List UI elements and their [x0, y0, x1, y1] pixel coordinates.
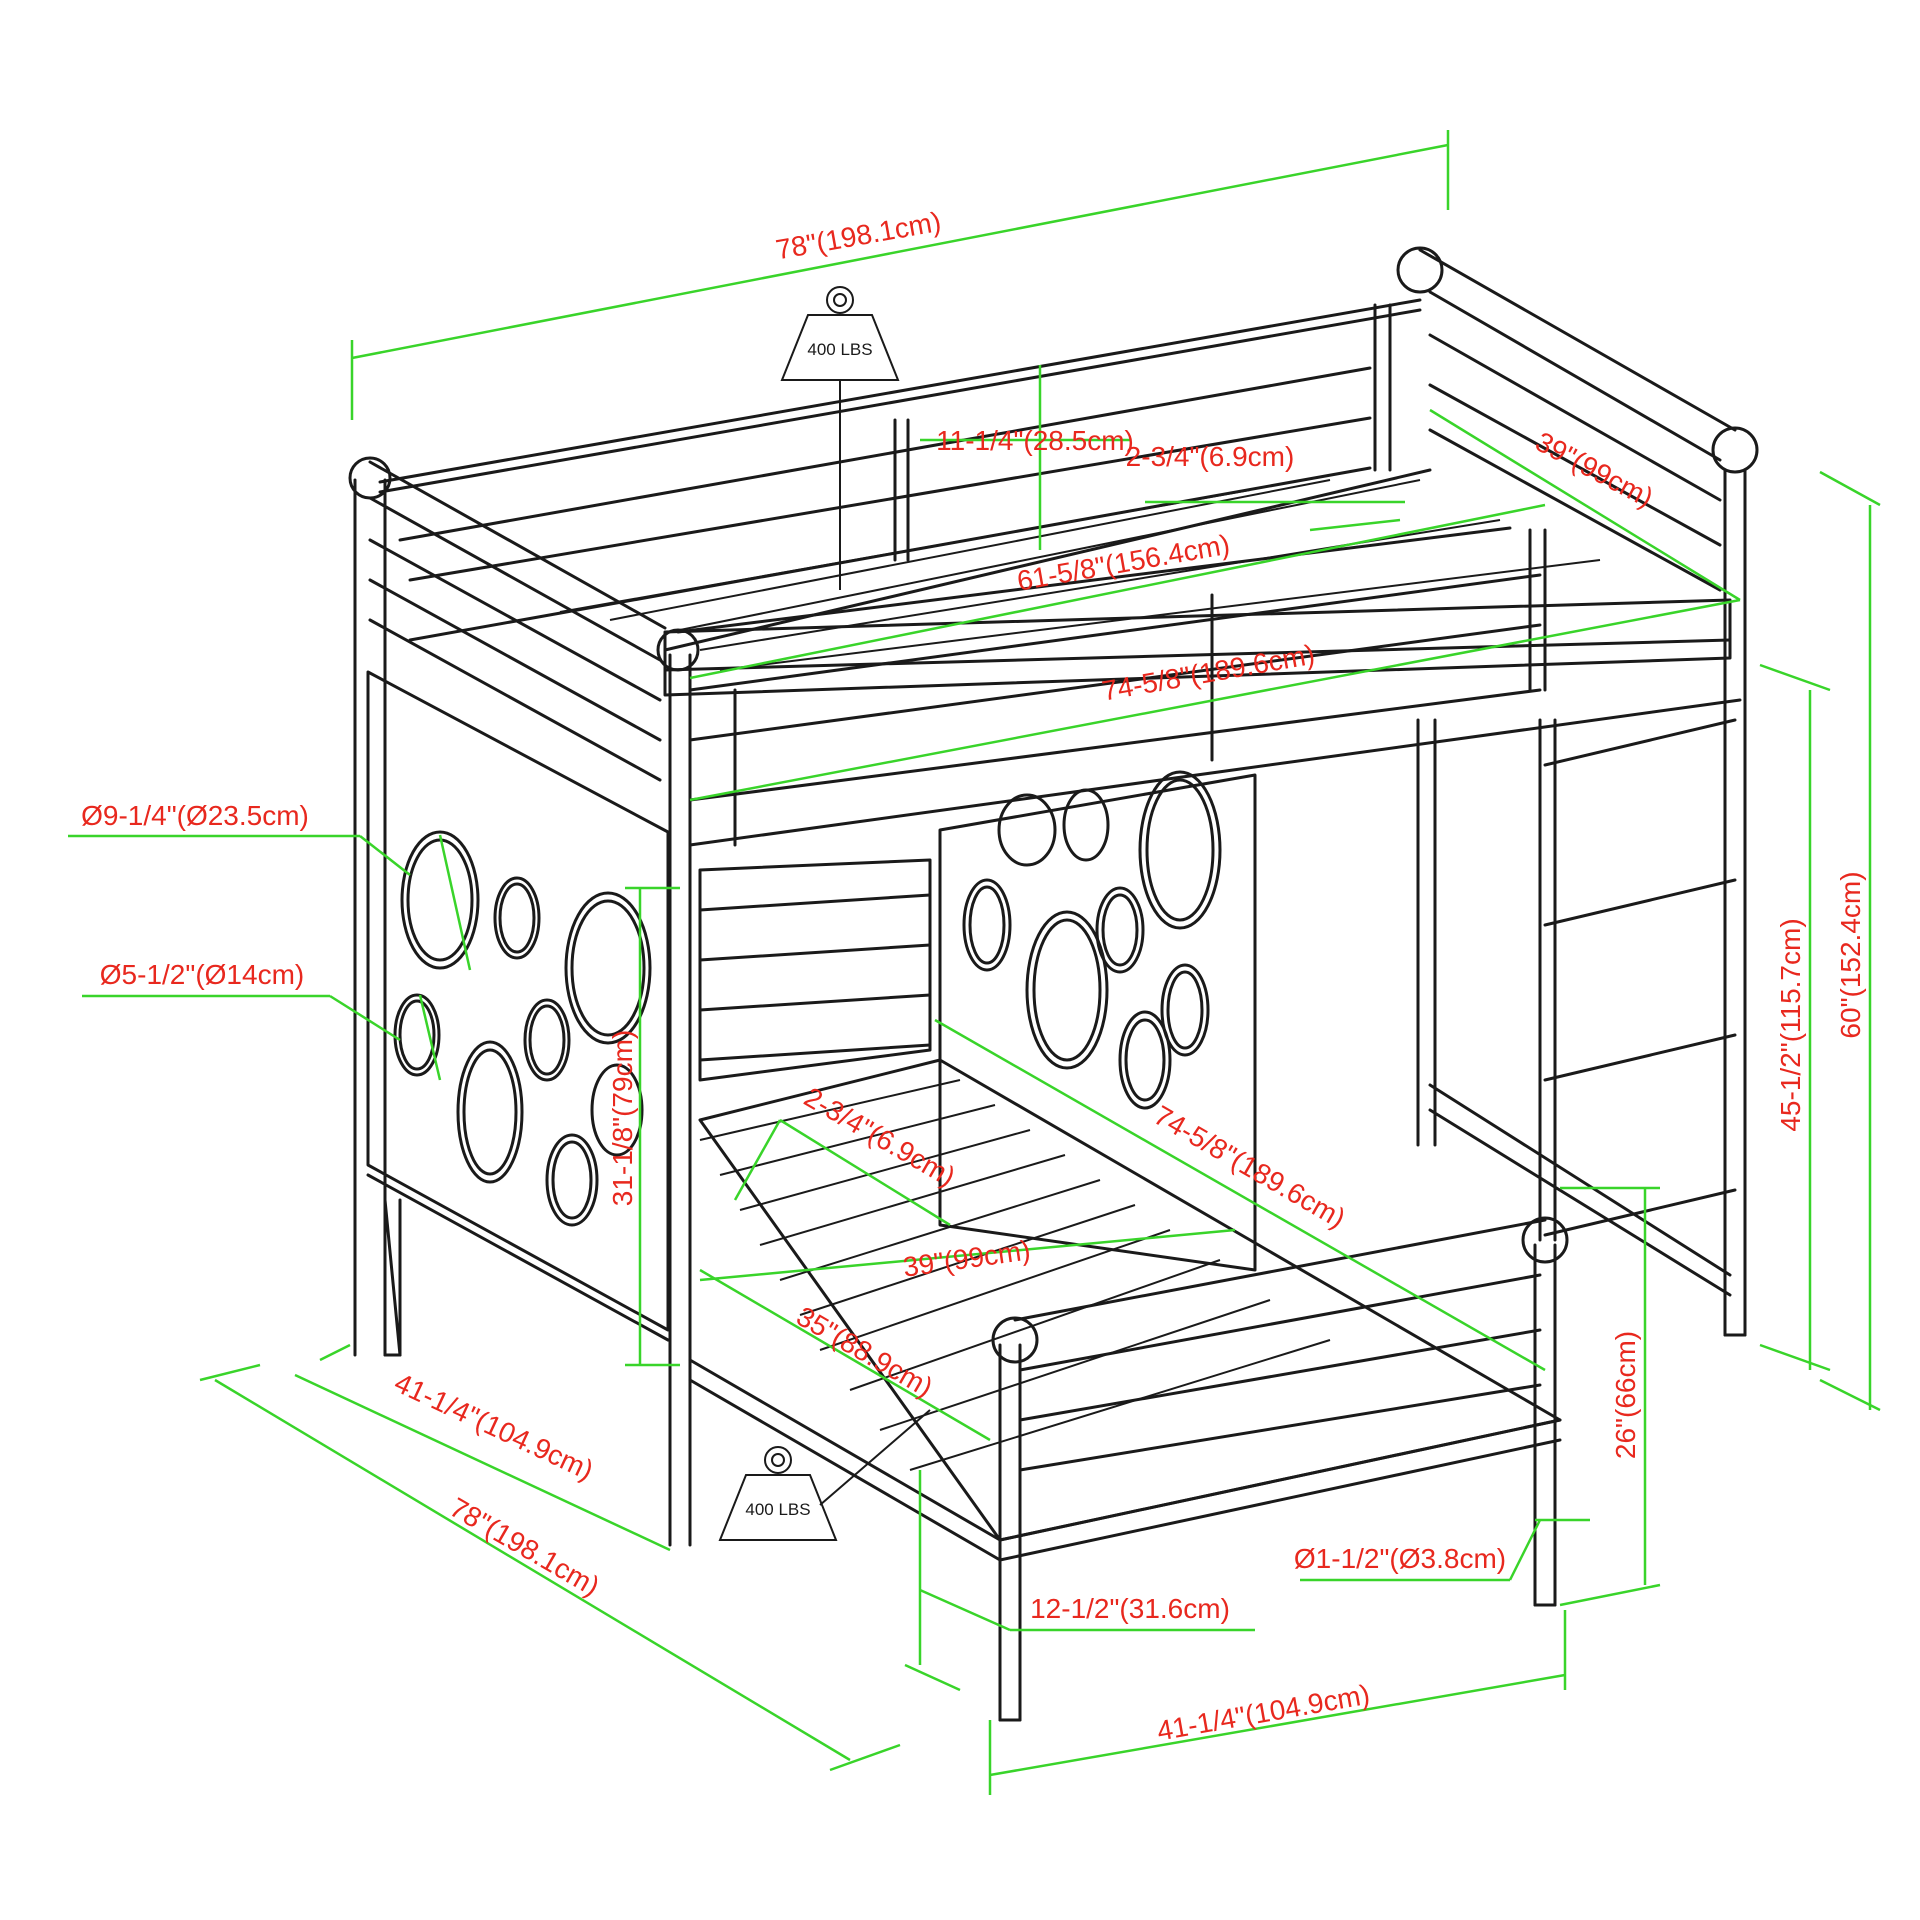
label-bottom-length: 74-5/8"(189.6cm) [1149, 1100, 1351, 1235]
label-top-width: 39"(99cm) [1531, 426, 1659, 514]
panel-hole-large [400, 830, 480, 970]
lower-inner-rails [698, 858, 932, 1082]
ladder [1538, 718, 1737, 1242]
lower-slat-deck [688, 1058, 1562, 1562]
dimension-labels: 78"(198.1cm) 11-1/4"(28.5cm) 2-3/4"(6.9c… [81, 206, 1866, 1747]
label-lower-bunk-height: 26"(66cm) [1610, 1331, 1641, 1459]
label-overall-length-top: 78"(198.1cm) [773, 206, 943, 266]
right-headboard [1396, 246, 1759, 1337]
lower-footboard [991, 1216, 1569, 1722]
label-top-mattress-length: 74-5/8"(189.6cm) [1100, 639, 1317, 707]
weight-icon-top: 400 LBS [780, 286, 900, 590]
label-bottom-mattress-width: 35"(88.9cm) [791, 1300, 938, 1403]
label-overall-height: 60"(152.4cm) [1835, 871, 1866, 1038]
label-top-bunk-height: 45-1/2"(115.7cm) [1775, 918, 1806, 1131]
label-leg-diameter: Ø1-1/2"(Ø3.8cm) [1294, 1543, 1506, 1574]
top-slat-deck [559, 468, 1732, 697]
left-headboard [348, 456, 667, 1357]
label-slat-spacing-top: 2-3/4"(6.9cm) [1126, 441, 1295, 472]
label-rail-gap: 11-1/4"(28.5cm) [936, 425, 1134, 456]
panel-hole-small [393, 993, 441, 1077]
weight-icon-bottom: 400 LBS [718, 1409, 931, 1541]
label-lower-clearance: 31-1/8"(79cm) [607, 1030, 638, 1206]
top-front-guard [656, 526, 1742, 1547]
bed-frame-drawing [348, 246, 1759, 1722]
label-under-bed-clearance: 12-1/2"(31.6cm) [1030, 1593, 1230, 1624]
dimension-lines [68, 130, 1881, 1795]
label-large-hole: Ø9-1/4"(Ø23.5cm) [81, 800, 309, 831]
label-bottom-width: 39"(99cm) [901, 1234, 1032, 1283]
weight-label-top: 400 LBS [807, 340, 872, 359]
weight-label-bottom: 400 LBS [745, 1500, 810, 1519]
left-side-panel [366, 670, 670, 1342]
rear-center-panel [938, 770, 1257, 1272]
label-guard-rail-length: 61-5/8"(156.4cm) [1015, 529, 1232, 597]
label-overall-width-front: 41-1/4"(104.9cm) [1155, 1679, 1372, 1747]
label-small-hole: Ø5-1/2"(Ø14cm) [100, 959, 304, 990]
